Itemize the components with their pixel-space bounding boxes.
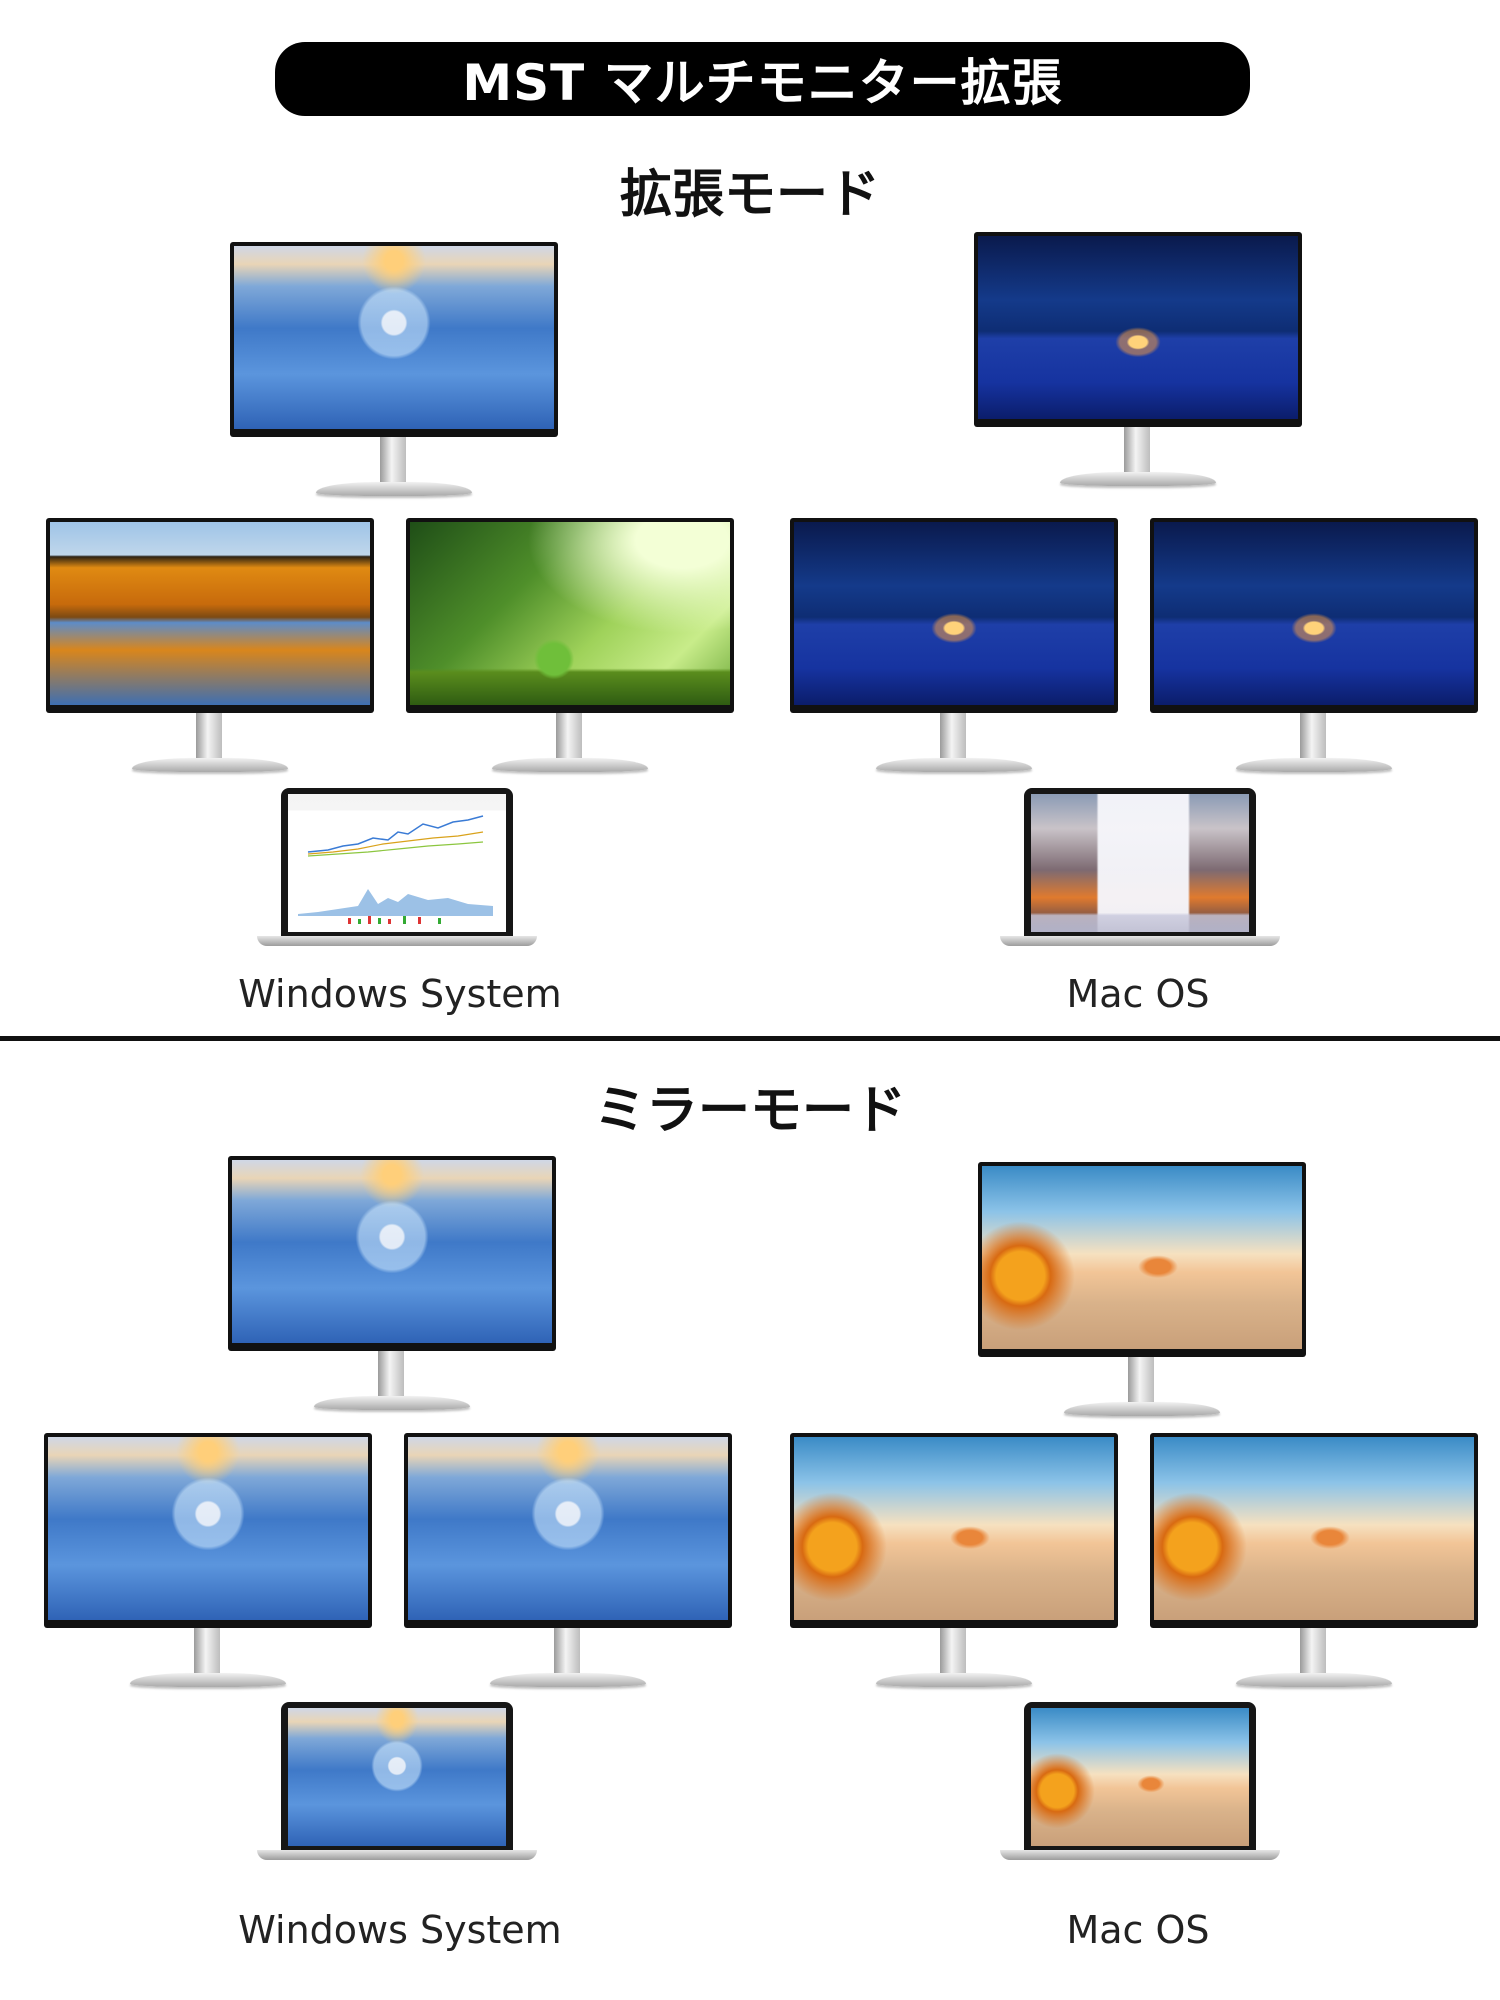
- monitor-icon: [44, 1433, 372, 1703]
- section-title-mirror: ミラーモード: [593, 1081, 906, 1141]
- wallpaper-sprout: [410, 522, 730, 705]
- wallpaper-ice: [408, 1437, 728, 1620]
- monitor-icon: [978, 1162, 1306, 1432]
- laptop-icon: [1000, 788, 1280, 948]
- monitor-icon: [230, 242, 558, 512]
- wallpaper-ice: [232, 1160, 552, 1343]
- os-label-windows: Windows System: [238, 972, 562, 1016]
- os-label-mac: Mac OS: [1066, 1908, 1210, 1952]
- monitor-icon: [406, 518, 734, 788]
- monitor-icon: [1150, 518, 1478, 788]
- page-title-banner: MST マルチモニター拡張: [275, 42, 1250, 116]
- wallpaper-beach: [982, 1166, 1302, 1349]
- laptop-icon: [1000, 1702, 1280, 1862]
- wallpaper-beach: [1154, 1437, 1474, 1620]
- wallpaper-ice: [234, 246, 554, 429]
- wallpaper-snow-cabin: [794, 522, 1114, 705]
- wallpaper-beach: [1031, 1708, 1249, 1846]
- monitor-icon: [228, 1156, 556, 1426]
- monitor-icon: [790, 1433, 1118, 1703]
- wallpaper-snow-cabin: [978, 236, 1298, 419]
- os-label-windows: Windows System: [238, 1908, 562, 1952]
- laptop-icon: [257, 1702, 537, 1862]
- monitor-icon: [974, 232, 1302, 502]
- monitor-icon: [790, 518, 1118, 788]
- section-divider: [0, 1036, 1500, 1041]
- wallpaper-snow-cabin: [1154, 522, 1474, 705]
- monitor-icon: [404, 1433, 732, 1703]
- page-title: MST マルチモニター拡張: [462, 54, 1063, 112]
- wallpaper-beach: [794, 1437, 1114, 1620]
- monitor-icon: [46, 518, 374, 788]
- wallpaper-macos-desktop: [1031, 794, 1249, 932]
- wallpaper-ice: [288, 1708, 506, 1846]
- wallpaper-forest: [50, 522, 370, 705]
- wallpaper-ice: [48, 1437, 368, 1620]
- os-label-mac: Mac OS: [1066, 972, 1210, 1016]
- laptop-icon: [257, 788, 537, 948]
- monitor-icon: [1150, 1433, 1478, 1703]
- wallpaper-stock-chart: [288, 794, 506, 932]
- section-title-extend: 拡張モード: [619, 165, 880, 225]
